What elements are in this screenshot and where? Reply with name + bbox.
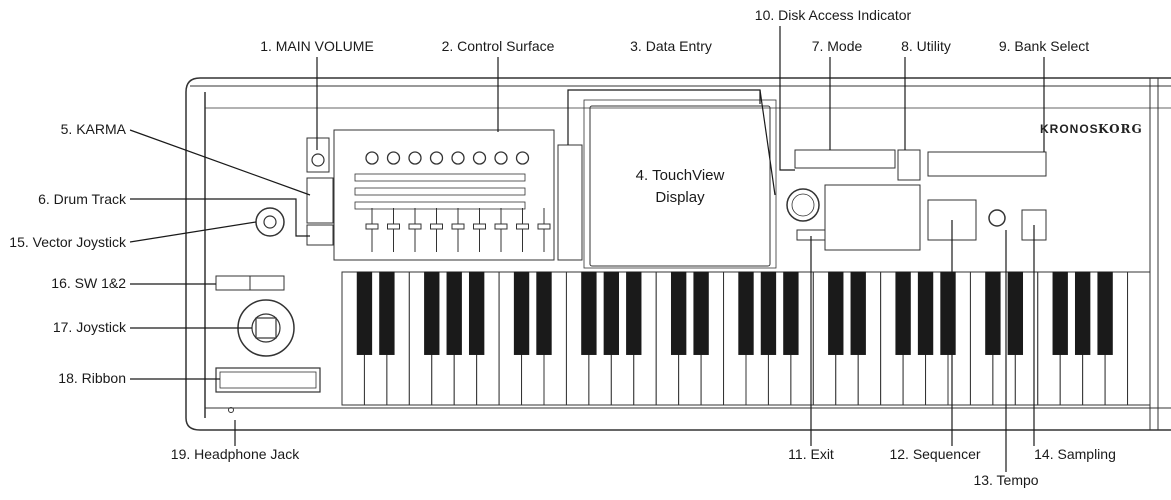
control-slider-cap — [473, 223, 486, 230]
ribbon-controller — [215, 367, 321, 393]
main-volume-box — [306, 137, 330, 173]
label-drum-track: 6. Drum Track — [38, 191, 126, 207]
black-key — [693, 271, 709, 355]
black-key — [670, 271, 687, 355]
touchview-display — [589, 105, 771, 267]
display-caption-line2: Display — [655, 189, 705, 206]
label-disk-access: 10. Disk Access Indicator — [754, 7, 912, 23]
black-key — [379, 271, 395, 355]
black-key — [1097, 271, 1113, 355]
black-key — [356, 271, 373, 355]
control-slider-cap — [387, 223, 400, 230]
label-vector-joystick: 15. Vector Joystick — [9, 234, 126, 250]
label-main-volume: 1. MAIN VOLUME — [260, 38, 374, 54]
black-key — [581, 271, 597, 355]
leader-vector-joystick — [129, 221, 257, 243]
brand-kronos: KRONOS — [1040, 122, 1099, 136]
numeric-keypad — [824, 184, 921, 251]
black-key — [985, 271, 1001, 355]
data-entry-left — [557, 144, 583, 261]
black-key — [760, 271, 777, 355]
label-bank-select: 9. Bank Select — [998, 38, 1090, 54]
control-knob — [515, 151, 530, 165]
control-knob — [429, 151, 444, 165]
control-slider-cap — [516, 223, 529, 230]
label-control-surface: 2. Control Surface — [441, 38, 555, 54]
label-ribbon: 18. Ribbon — [58, 370, 126, 386]
black-key — [940, 271, 956, 355]
label-mode: 7. Mode — [811, 38, 863, 54]
control-slider-cap — [537, 223, 551, 230]
control-knob — [408, 151, 422, 165]
control-button-row — [354, 201, 526, 210]
mode-buttons — [794, 149, 896, 169]
vector-joystick — [255, 207, 285, 237]
brand-korg: KORG — [1098, 122, 1143, 136]
control-slider-cap — [451, 223, 465, 230]
control-button-row — [354, 173, 526, 182]
black-key — [513, 271, 530, 355]
label-headphone: 19. Headphone Jack — [170, 446, 300, 462]
control-knob — [365, 151, 379, 165]
control-slider-cap — [430, 223, 443, 230]
control-knob — [494, 151, 508, 165]
black-key — [446, 271, 462, 355]
black-key — [626, 271, 642, 355]
display-caption-line1: 4. TouchView — [635, 167, 725, 184]
black-key — [917, 271, 934, 355]
tempo-knob — [988, 209, 1006, 227]
black-key — [783, 271, 799, 355]
karma-box — [306, 177, 334, 224]
control-slider-cap — [408, 223, 422, 230]
main-volume-knob — [311, 153, 325, 167]
label-karma: 5. KARMA — [60, 121, 126, 137]
black-key — [424, 271, 440, 355]
label-data-entry: 3. Data Entry — [630, 38, 712, 54]
black-key — [895, 271, 911, 355]
control-surface-box — [333, 129, 555, 261]
black-key — [850, 271, 866, 355]
value-dial — [786, 188, 820, 222]
control-button-row — [354, 187, 526, 196]
leader-drum-track — [130, 198, 310, 237]
label-utility: 8. Utility — [901, 38, 951, 54]
leader-disk-access — [779, 26, 795, 171]
black-key — [603, 271, 620, 355]
leader-data-entry — [567, 89, 761, 145]
control-slider-cap — [494, 223, 508, 230]
black-key — [1074, 271, 1091, 355]
white-key — [1127, 271, 1151, 406]
black-key — [536, 271, 552, 355]
control-knob — [451, 151, 465, 165]
black-key — [1052, 271, 1068, 355]
label-sequencer: 12. Sequencer — [889, 446, 981, 462]
label-joystick: 17. Joystick — [52, 319, 126, 335]
leader-data-entry-right — [759, 89, 776, 196]
black-key — [468, 271, 485, 355]
headphone-jack-mark — [228, 407, 234, 413]
chassis-outline — [185, 77, 1171, 431]
black-key — [828, 271, 844, 355]
drum-track-box — [306, 224, 334, 246]
control-knob — [472, 151, 487, 165]
leader-karma — [129, 129, 311, 196]
control-knob — [386, 151, 401, 165]
bank-select-box — [927, 151, 1047, 177]
label-exit: 11. Exit — [788, 446, 834, 462]
label-sw12: 16. SW 1&2 — [51, 275, 126, 291]
utility-buttons — [897, 149, 921, 181]
display-caption: 4. TouchView Display — [590, 112, 770, 262]
label-sampling: 14. Sampling — [1034, 446, 1116, 462]
label-tempo: 13. Tempo — [973, 472, 1039, 488]
black-key — [1007, 271, 1024, 355]
black-key — [738, 271, 754, 355]
control-slider-cap — [365, 223, 379, 230]
